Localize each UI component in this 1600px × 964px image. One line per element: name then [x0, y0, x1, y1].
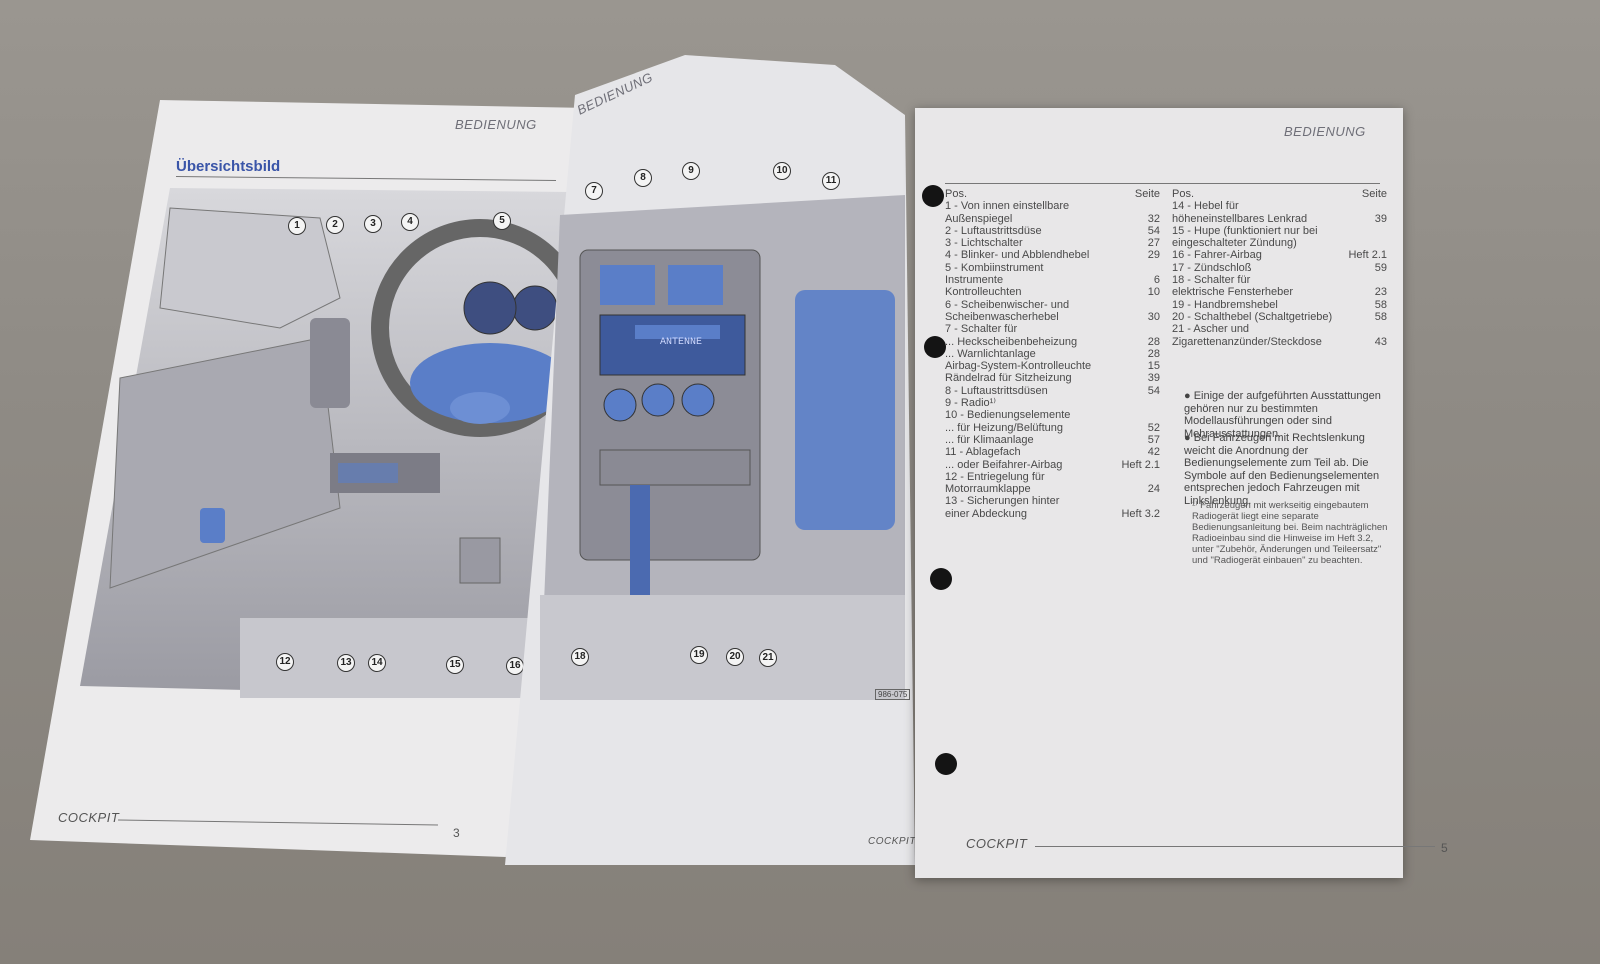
right-page-footer: COCKPIT — [966, 836, 1028, 851]
callout-21: 21 — [759, 649, 777, 667]
callout-20: 20 — [726, 648, 744, 666]
middle-cockpit-illustration — [540, 195, 905, 700]
index-entry: 6 - Scheibenwischer- und — [945, 298, 1070, 311]
callout-18: 18 — [571, 648, 589, 666]
index-head-left: Pos.Seite — [945, 188, 1160, 200]
binder-hole-3 — [930, 568, 952, 590]
index-head-right: Pos.Seite — [1172, 188, 1387, 200]
callout-11: 11 — [822, 172, 840, 190]
callout-5: 5 — [493, 212, 511, 230]
left-page-title: Übersichtsbild — [176, 158, 281, 175]
binder-hole-4 — [935, 753, 957, 775]
note-right-hand-drive: ● Bei Fahrzeugen mit Rechtslenkung weich… — [1184, 432, 1380, 507]
index-entry: 7 - Schalter für — [945, 323, 1018, 336]
radio-display: ANTENNE — [660, 337, 703, 348]
index-entry: 18 - Schalter für — [1172, 274, 1251, 287]
index-entry: 20 - Schalthebel (Schaltgetriebe)58 — [1172, 310, 1387, 323]
left-cockpit-illustration — [80, 188, 570, 698]
right-page — [915, 108, 1403, 878]
left-page-header: BEDIENUNG — [455, 117, 537, 132]
left-page-number: 3 — [453, 826, 460, 840]
index-entry: 12 - Entriegelung für — [945, 470, 1045, 483]
binder-hole-2 — [924, 336, 946, 358]
binder-hole-1 — [922, 185, 944, 207]
callout-4: 4 — [401, 213, 419, 231]
index-entry: 15 - Hupe (funktioniert nur bei — [1172, 224, 1318, 237]
index-entry: 13 - Sicherungen hinter — [945, 495, 1060, 508]
index-entry: 9 - Radio¹⁾ — [945, 397, 996, 410]
callout-13: 13 — [337, 654, 355, 672]
note-equipment: ● Einige der aufgeführten Ausstattungen … — [1184, 390, 1381, 440]
right-page-header: BEDIENUNG — [1284, 124, 1366, 139]
right-header-rule — [945, 183, 1380, 184]
index-entry: 1 - Von innen einstellbare — [945, 200, 1070, 213]
callout-1: 1 — [288, 217, 306, 235]
middle-page-footer: COCKPIT — [868, 836, 916, 847]
callout-12: 12 — [276, 653, 294, 671]
right-footer-rule — [1035, 846, 1435, 847]
index-entry: eingeschalteter Zündung) — [1172, 237, 1297, 250]
index-entry: 14 - Hebel für — [1172, 200, 1239, 213]
index-entry: 10 - Bedienungselemente — [945, 409, 1071, 422]
callout-15: 15 — [446, 656, 464, 674]
callout-14: 14 — [368, 654, 386, 672]
callout-19: 19 — [690, 646, 708, 664]
index-entry: 5 - Kombiinstrument — [945, 261, 1044, 274]
callout-10: 10 — [773, 162, 791, 180]
callout-3: 3 — [364, 215, 382, 233]
figure-code: 986-075 — [875, 689, 911, 700]
index-entry: 21 - Ascher und — [1172, 323, 1250, 336]
footnote-radio: ¹⁾ Fahrzeugen mit werkseitig eingebautem… — [1192, 500, 1388, 566]
callout-7: 7 — [585, 182, 603, 200]
right-page-number: 5 — [1441, 841, 1448, 855]
callout-2: 2 — [326, 216, 344, 234]
callout-9: 9 — [682, 162, 700, 180]
left-page-footer: COCKPIT — [58, 810, 120, 825]
callout-8: 8 — [634, 169, 652, 187]
callout-16: 16 — [506, 657, 524, 675]
